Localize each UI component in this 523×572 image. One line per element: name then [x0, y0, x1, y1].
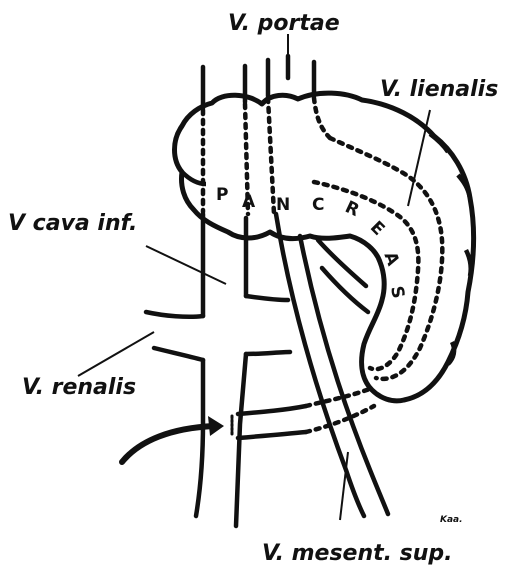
artist-signature: Kaa. — [440, 515, 463, 525]
curved-arrow — [122, 416, 224, 462]
label-v-portae: V. portae — [228, 11, 340, 36]
superior-mesenteric-vein — [276, 214, 388, 516]
renal-veins — [146, 296, 290, 360]
label-v-cava-inf: V cava inf. — [8, 211, 137, 236]
pancreas-letter-2: A — [242, 192, 256, 212]
leader-v-renalis — [78, 332, 154, 376]
pancreas-letter-4: C — [312, 195, 324, 215]
label-v-lienalis: V. lienalis — [380, 77, 498, 102]
label-v-renalis: V. renalis — [22, 375, 136, 400]
leader-v-cava — [146, 246, 226, 284]
pancreas-letter-5: R — [342, 197, 362, 221]
pancreas-letter-3: N — [276, 195, 290, 215]
pancreas-letter-6: E — [366, 217, 388, 239]
inferior-vena-cava — [196, 214, 246, 526]
pancreas-letter-8: S — [386, 285, 408, 301]
label-v-mesent-sup: V. mesent. sup. — [262, 541, 453, 566]
pancreas-letter-1: P — [216, 185, 228, 205]
splenic-vein-solid — [318, 240, 368, 312]
ivc-left-wall-lower — [196, 360, 203, 516]
leader-lines — [78, 34, 430, 520]
